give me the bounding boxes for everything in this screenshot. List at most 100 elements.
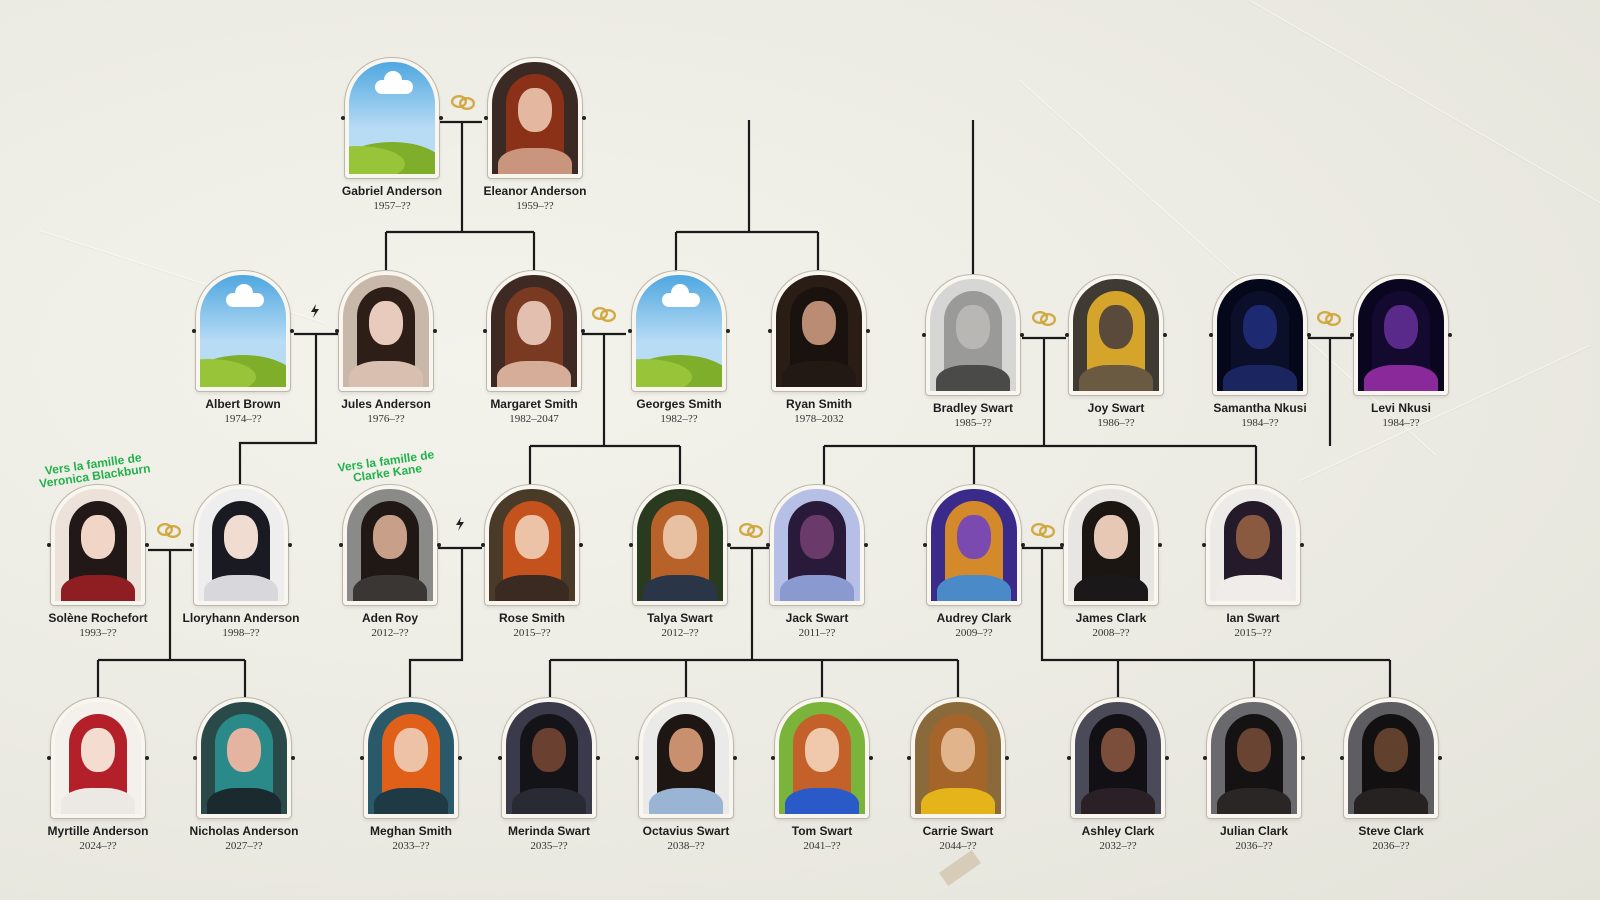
portrait xyxy=(1063,484,1159,606)
person-georges-smith[interactable]: Georges Smith 1982–?? xyxy=(604,270,754,425)
person-dates: 1976–?? xyxy=(367,413,405,425)
line-margaret-georges xyxy=(528,332,682,485)
person-eleanor-anderson[interactable]: Eleanor Anderson 1959–?? xyxy=(460,57,610,212)
person-name: Eleanor Anderson xyxy=(483,184,587,198)
person-dates: 1974–?? xyxy=(224,413,262,425)
placeholder-portrait xyxy=(195,270,291,392)
person-name: Albert Brown xyxy=(205,397,281,411)
person-dates: 2036–?? xyxy=(1235,840,1273,852)
portrait xyxy=(338,270,434,392)
wedding-rings-icon xyxy=(738,522,764,538)
portrait xyxy=(925,274,1021,396)
person-name: Tom Swart xyxy=(791,824,853,838)
portrait xyxy=(50,484,146,606)
person-jules-anderson[interactable]: Jules Anderson 1976–?? xyxy=(311,270,461,425)
person-name: Merinda Swart xyxy=(507,824,591,838)
person-meghan-smith[interactable]: Meghan Smith 2033–?? xyxy=(336,697,486,852)
person-name: Myrtille Anderson xyxy=(47,824,149,838)
person-name: Solène Rochefort xyxy=(48,611,148,625)
person-dates: 1959–?? xyxy=(516,200,554,212)
person-name: Samantha Nkusi xyxy=(1213,401,1307,415)
person-dates: 2012–?? xyxy=(371,627,409,639)
person-name: Ashley Clark xyxy=(1081,824,1155,838)
person-dates: 2027–?? xyxy=(225,840,263,852)
person-dates: 2011–?? xyxy=(798,627,836,639)
person-ryan-smith[interactable]: Ryan Smith 1978–2032 xyxy=(744,270,894,425)
person-talya-swart[interactable]: Talya Swart 2012–?? xyxy=(605,484,755,639)
person-name: Steve Clark xyxy=(1358,824,1424,838)
person-dates: 2033–?? xyxy=(392,840,430,852)
person-ian-swart[interactable]: Ian Swart 2015–?? xyxy=(1178,484,1328,639)
person-carrie-swart[interactable]: Carrie Swart 2044–?? xyxy=(883,697,1033,852)
line-solene-lloryhann xyxy=(96,548,247,698)
person-dates: 1998–?? xyxy=(222,627,260,639)
person-dates: 1993–?? xyxy=(79,627,117,639)
portrait xyxy=(1353,274,1449,396)
person-name: Jules Anderson xyxy=(341,397,431,411)
person-name: Nicholas Anderson xyxy=(189,824,299,838)
person-james-clark[interactable]: James Clark 2008–?? xyxy=(1036,484,1186,639)
person-dates: 1978–2032 xyxy=(794,413,844,425)
person-aden-roy[interactable]: Aden Roy 2012–?? xyxy=(315,484,465,639)
person-name: Carrie Swart xyxy=(922,824,994,838)
portrait xyxy=(196,697,292,819)
person-gabriel-anderson[interactable]: Gabriel Anderson 1957–?? xyxy=(317,57,467,212)
person-audrey-clark[interactable]: Audrey Clark 2009–?? xyxy=(899,484,1049,639)
portrait xyxy=(342,484,438,606)
wedding-rings-icon xyxy=(1030,522,1056,538)
person-ashley-clark[interactable]: Ashley Clark 2032–?? xyxy=(1043,697,1193,852)
wedding-rings-icon xyxy=(1316,310,1342,326)
person-solene-rochefort[interactable]: Solène Rochefort 1993–?? xyxy=(23,484,173,639)
person-margaret-smith[interactable]: Margaret Smith 1982–2047 xyxy=(459,270,609,425)
person-joy-swart[interactable]: Joy Swart 1986–?? xyxy=(1041,274,1191,429)
portrait xyxy=(1206,697,1302,819)
person-dates: 1982–?? xyxy=(660,413,698,425)
person-name: Aden Roy xyxy=(361,611,418,625)
portrait xyxy=(484,484,580,606)
person-bradley-swart[interactable]: Bradley Swart 1985–?? xyxy=(898,274,1048,429)
portrait xyxy=(771,270,867,392)
portrait xyxy=(1068,274,1164,396)
portrait xyxy=(363,697,459,819)
person-dates: 2008–?? xyxy=(1092,627,1130,639)
person-levi-nkusi[interactable]: Levi Nkusi 1984–?? xyxy=(1326,274,1476,429)
person-dates: 2032–?? xyxy=(1099,840,1137,852)
person-dates: 1982–2047 xyxy=(509,413,559,425)
wedding-rings-icon xyxy=(156,522,182,538)
person-myrtille-anderson[interactable]: Myrtille Anderson 2024–?? xyxy=(23,697,173,852)
person-lloryhann-anderson[interactable]: Lloryhann Anderson 1998–?? xyxy=(166,484,316,639)
person-name: Ian Swart xyxy=(1226,611,1280,625)
person-dates: 1984–?? xyxy=(1241,417,1279,429)
line-smith-family xyxy=(674,120,820,275)
portrait xyxy=(926,484,1022,606)
portrait xyxy=(1205,484,1301,606)
person-name: Talya Swart xyxy=(647,611,713,625)
person-dates: 1986–?? xyxy=(1097,417,1135,429)
person-merinda-swart[interactable]: Merinda Swart 2035–?? xyxy=(474,697,624,852)
portrait xyxy=(1212,274,1308,396)
person-tom-swart[interactable]: Tom Swart 2041–?? xyxy=(747,697,897,852)
person-octavius-swart[interactable]: Octavius Swart 2038–?? xyxy=(611,697,761,852)
portrait xyxy=(910,697,1006,819)
person-samantha-nkusi[interactable]: Samantha Nkusi 1984–?? xyxy=(1185,274,1335,429)
person-name: Georges Smith xyxy=(636,397,722,411)
person-jack-swart[interactable]: Jack Swart 2011–?? xyxy=(742,484,892,639)
person-dates: 2035–?? xyxy=(530,840,568,852)
person-name: Meghan Smith xyxy=(369,824,452,838)
person-name: Ryan Smith xyxy=(785,397,852,411)
person-dates: 2041–?? xyxy=(803,840,841,852)
person-nicholas-anderson[interactable]: Nicholas Anderson 2027–?? xyxy=(169,697,319,852)
person-dates: 1985–?? xyxy=(954,417,992,429)
person-dates: 2015–?? xyxy=(1234,627,1272,639)
person-name: Jack Swart xyxy=(785,611,849,625)
person-albert-brown[interactable]: Albert Brown 1974–?? xyxy=(168,270,318,425)
person-dates: 2009–?? xyxy=(955,627,993,639)
person-julian-clark[interactable]: Julian Clark 2036–?? xyxy=(1179,697,1329,852)
portrait xyxy=(1070,697,1166,819)
person-dates: 2044–?? xyxy=(939,840,977,852)
person-rose-smith[interactable]: Rose Smith 2015–?? xyxy=(457,484,607,639)
line-talya-jack xyxy=(548,546,960,698)
person-dates: 2015–?? xyxy=(513,627,551,639)
person-steve-clark[interactable]: Steve Clark 2036–?? xyxy=(1316,697,1466,852)
